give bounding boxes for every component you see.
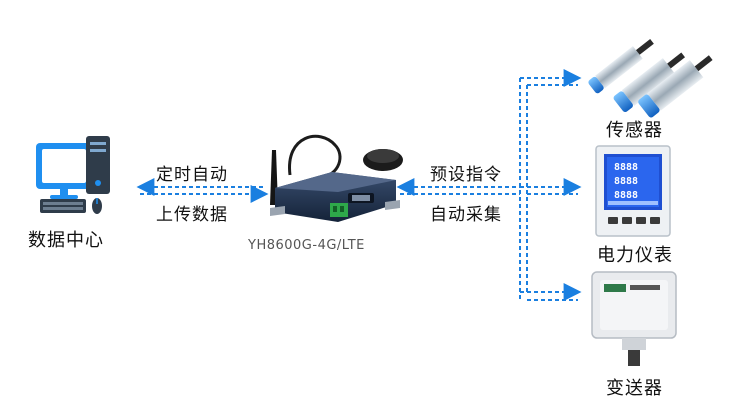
svg-text:8888: 8888 <box>614 162 638 173</box>
power-meter-label: 电力仪表 <box>597 245 673 266</box>
gateway-device-image <box>270 134 403 222</box>
left-link-bottom-label: 上传数据 <box>156 205 228 225</box>
sensor-label: 传感器 <box>606 120 663 141</box>
power-meter-image: 8888 8888 8888 <box>595 145 671 237</box>
right-link-bottom-label: 自动采集 <box>430 205 502 225</box>
left-link-arrows <box>136 178 269 203</box>
svg-text:8888: 8888 <box>614 190 638 201</box>
gateway-model-label: YH8600G-4G/LTE <box>248 238 365 253</box>
right-link-top-label: 预设指令 <box>430 165 502 185</box>
transmitter-label: 变送器 <box>606 378 663 399</box>
sensor-image <box>588 39 713 118</box>
data-center-label: 数据中心 <box>28 230 104 251</box>
transmitter-image <box>591 271 677 366</box>
svg-text:8888: 8888 <box>614 176 638 187</box>
right-link-arrows <box>396 69 582 301</box>
computer-icon <box>36 136 110 214</box>
left-link-top-label: 定时自动 <box>156 165 228 185</box>
